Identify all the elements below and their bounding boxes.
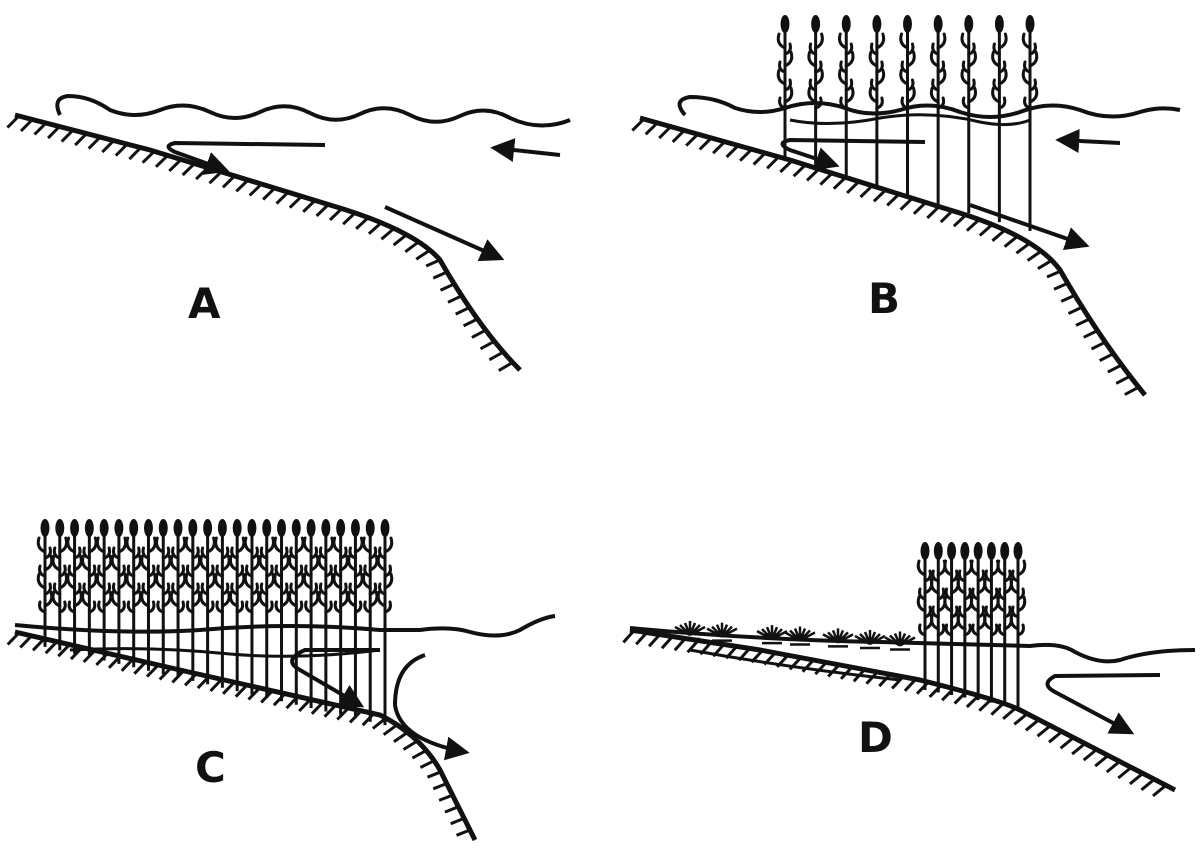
reed-seed-head	[85, 519, 94, 537]
reed-seed-head	[366, 519, 375, 537]
ground-line-a	[15, 115, 520, 370]
reed-seed-head	[277, 519, 286, 537]
reed-seed-head	[129, 519, 138, 537]
panel-label-a: A	[188, 279, 221, 328]
reed-seed-head	[247, 519, 256, 537]
panel-label-d: D	[858, 713, 893, 762]
low-plant-tuft	[823, 628, 853, 646]
reed-seed-head	[903, 15, 912, 33]
reed-seed-head	[321, 519, 330, 537]
reed-seed-head	[995, 15, 1004, 33]
reed-seed-head	[1000, 542, 1009, 560]
flow-arrow-b-inflow	[1060, 140, 1120, 143]
reed-seed-head	[964, 15, 973, 33]
ground-hatching-b	[632, 119, 1138, 395]
reed-seed-head	[70, 519, 79, 537]
reed-seed-head	[921, 542, 930, 560]
reed-seed-head	[842, 15, 851, 33]
panel-label-c: C	[195, 743, 226, 792]
low-plant-tuft	[885, 632, 915, 650]
reed-seed-head	[1026, 15, 1035, 33]
reed-seed-head	[351, 519, 360, 537]
panel-d: D	[623, 542, 1195, 796]
reed-seed-head	[381, 519, 390, 537]
reed-seed-head	[811, 15, 820, 33]
flow-arrow-b-return	[783, 140, 926, 165]
reed-seed-head	[307, 519, 316, 537]
reed-seed-head	[144, 519, 153, 537]
reed-seed-head	[233, 519, 242, 537]
reed-seed-head	[974, 542, 983, 560]
reed-seed-head	[41, 519, 50, 537]
ground-line-b	[640, 118, 1145, 395]
reed-seed-head	[159, 519, 168, 537]
panel-b: B	[632, 15, 1180, 395]
low-plant-tuft	[855, 630, 885, 648]
reed-seed-head	[55, 519, 64, 537]
reed-seed-head	[100, 519, 109, 537]
flow-arrow-d-return	[1048, 675, 1161, 732]
ground-hatching-a	[7, 116, 512, 371]
reed-seed-head	[292, 519, 301, 537]
reed-seed-head	[934, 542, 943, 560]
reed-seed-head	[174, 519, 183, 537]
reed-seed-head	[188, 519, 197, 537]
panel-a: A	[7, 96, 570, 371]
water-surface-c	[15, 616, 555, 636]
reed-seed-head	[114, 519, 123, 537]
reed-seed-head	[960, 542, 969, 560]
reed-seed-head	[872, 15, 881, 33]
panel-c: C	[8, 519, 555, 840]
panel-label-b: B	[868, 274, 900, 323]
reed-seed-head	[934, 15, 943, 33]
reed-seed-head	[947, 542, 956, 560]
reed-seed-head	[262, 519, 271, 537]
flow-arrow-a-inflow	[495, 148, 560, 155]
reed-seed-head	[203, 519, 212, 537]
reed-seed-head	[781, 15, 790, 33]
reed-seed-head	[1014, 542, 1023, 560]
flow-arrow-c-plunge	[395, 655, 465, 752]
water-surface-a	[57, 96, 570, 126]
ground-line-c	[15, 632, 475, 840]
reed-seed-head	[336, 519, 345, 537]
reed-seed-head	[218, 519, 227, 537]
ground-hatching-c	[8, 633, 470, 835]
reed-seed-head	[987, 542, 996, 560]
